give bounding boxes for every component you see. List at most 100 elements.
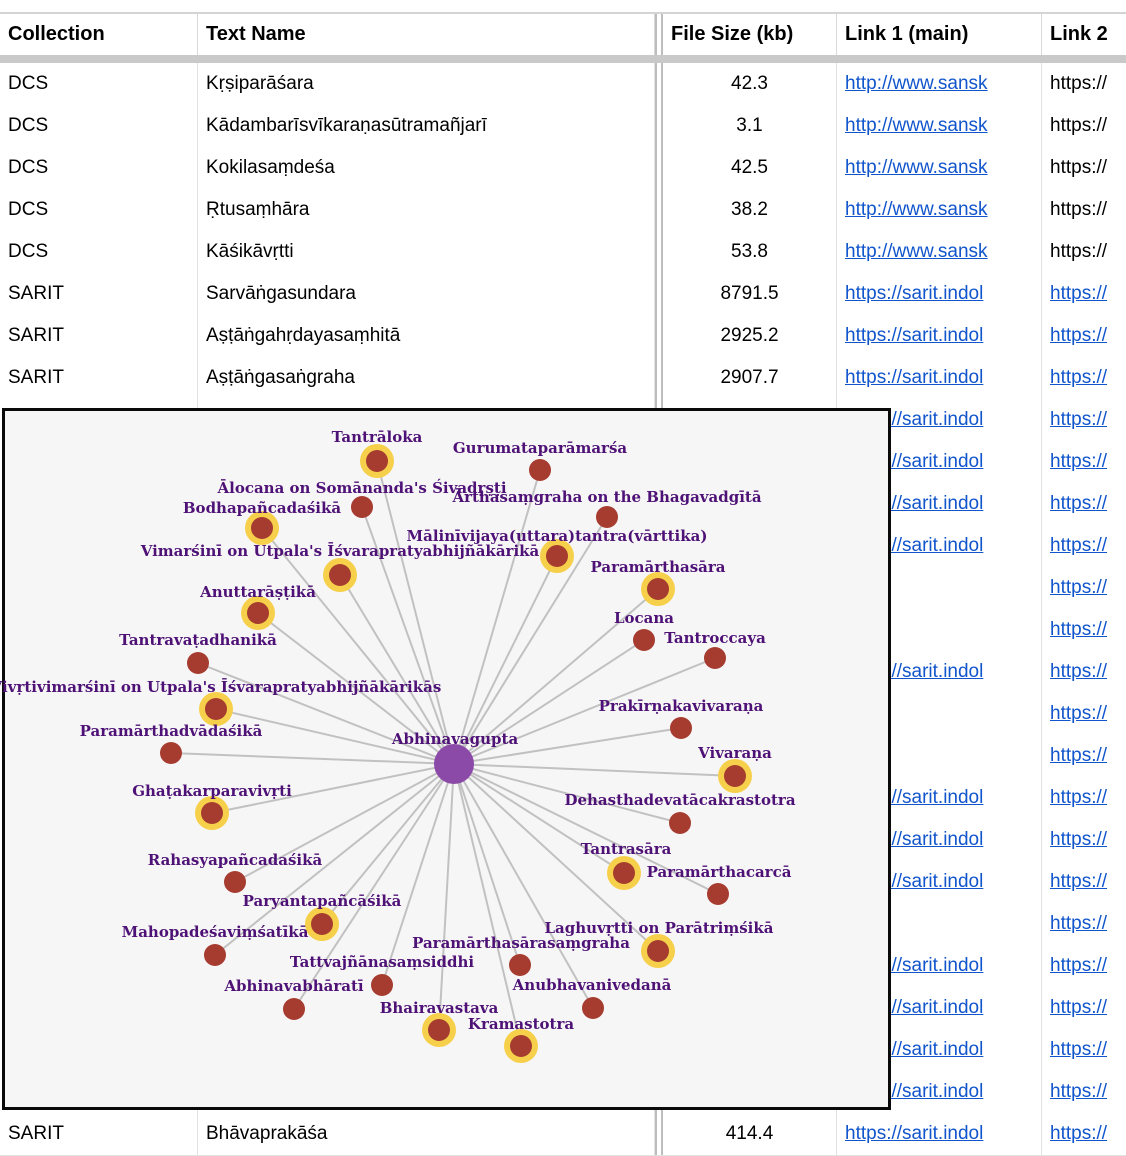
link1-url[interactable]: http://www.sansk xyxy=(845,115,988,136)
link2-url[interactable]: https:// xyxy=(1050,409,1108,430)
cell-file-size[interactable]: 414.4 xyxy=(663,1113,837,1155)
cell-link2[interactable]: https:// xyxy=(1042,693,1126,735)
cell-link2[interactable]: https:// xyxy=(1042,273,1126,315)
column-header-text-name[interactable]: Text Name xyxy=(198,14,655,55)
cell-text-name[interactable]: Aṣṭāṅgasaṅgraha xyxy=(198,357,655,399)
cell-link1[interactable] xyxy=(837,735,1042,777)
cell-link2[interactable]: https:// xyxy=(1042,315,1126,357)
cell-link1[interactable]: http://www.sansk xyxy=(837,147,1042,189)
cell-link2[interactable]: https:// xyxy=(1042,483,1126,525)
link2-url[interactable]: https:// xyxy=(1050,787,1108,808)
cell-link2[interactable]: https:// xyxy=(1042,1113,1126,1155)
cell-text-name[interactable]: Bhāvaprakāśa xyxy=(198,1113,655,1155)
cell-link2[interactable]: https:// xyxy=(1042,609,1126,651)
link1-url[interactable]: https://sarit.indol xyxy=(845,367,984,388)
cell-collection[interactable]: SARIT xyxy=(0,1113,198,1155)
cell-link1[interactable]: http://www.sansk xyxy=(837,105,1042,147)
link1-url[interactable]: http://www.sansk xyxy=(845,157,988,178)
cell-link2[interactable]: https:// xyxy=(1042,861,1126,903)
cell-file-size[interactable]: 42.5 xyxy=(663,147,837,189)
cell-link2[interactable]: https:// xyxy=(1042,525,1126,567)
link2-url[interactable]: https:// xyxy=(1050,703,1108,724)
cell-link2[interactable]: https:// xyxy=(1042,903,1126,945)
cell-link2[interactable]: https:// xyxy=(1042,189,1126,231)
cell-collection[interactable]: DCS xyxy=(0,231,198,273)
cell-link1[interactable]: http://www.sansk xyxy=(837,231,1042,273)
cell-link1[interactable] xyxy=(837,609,1042,651)
cell-link2[interactable]: https:// xyxy=(1042,231,1126,273)
cell-link1[interactable]: https://sarit.indol xyxy=(837,273,1042,315)
cell-file-size[interactable]: 3.1 xyxy=(663,105,837,147)
link2-url[interactable]: https:// xyxy=(1050,997,1108,1018)
link2-url[interactable]: https:// xyxy=(1050,283,1108,304)
cell-link2[interactable]: https:// xyxy=(1042,567,1126,609)
cell-link2[interactable]: https:// xyxy=(1042,987,1126,1029)
cell-link1[interactable]: https://sarit.indol xyxy=(837,357,1042,399)
cell-link2[interactable]: https:// xyxy=(1042,945,1126,987)
cell-text-name[interactable]: Ṛtusaṃhāra xyxy=(198,189,655,231)
cell-file-size[interactable]: 53.8 xyxy=(663,231,837,273)
cell-link2[interactable]: https:// xyxy=(1042,651,1126,693)
link2-url[interactable]: https:// xyxy=(1050,1039,1108,1060)
cell-link1[interactable]: https://sarit.indol xyxy=(837,1113,1042,1155)
cell-collection[interactable]: SARIT xyxy=(0,357,198,399)
link1-url[interactable]: http://www.sansk xyxy=(845,199,988,220)
cell-link1[interactable] xyxy=(837,903,1042,945)
link1-url[interactable]: http://www.sansk xyxy=(845,241,988,262)
cell-link2[interactable]: https:// xyxy=(1042,441,1126,483)
cell-collection[interactable]: SARIT xyxy=(0,273,198,315)
link2-url[interactable]: https:// xyxy=(1050,535,1108,556)
link2-url[interactable]: https:// xyxy=(1050,325,1108,346)
cell-text-name[interactable]: Kāśikāvṛtti xyxy=(198,231,655,273)
cell-link1[interactable] xyxy=(837,693,1042,735)
link2-url[interactable]: https:// xyxy=(1050,619,1108,640)
cell-file-size[interactable]: 2907.7 xyxy=(663,357,837,399)
cell-link2[interactable]: https:// xyxy=(1042,1071,1126,1113)
cell-collection[interactable]: DCS xyxy=(0,189,198,231)
link2-url[interactable]: https:// xyxy=(1050,871,1108,892)
cell-link2[interactable]: https:// xyxy=(1042,63,1126,105)
cell-text-name[interactable]: Aṣṭāṅgahṛdayasaṃhitā xyxy=(198,315,655,357)
cell-link2[interactable]: https:// xyxy=(1042,357,1126,399)
link2-url[interactable]: https:// xyxy=(1050,493,1108,514)
link2-url[interactable]: https:// xyxy=(1050,661,1108,682)
link1-url[interactable]: https://sarit.indol xyxy=(845,283,984,304)
cell-link1[interactable]: https://sarit.indol xyxy=(837,315,1042,357)
cell-text-name[interactable]: Kokilasaṃdeśa xyxy=(198,147,655,189)
link2-url[interactable]: https:// xyxy=(1050,955,1108,976)
link2-url[interactable]: https:// xyxy=(1050,1081,1108,1102)
link1-url[interactable]: http://www.sansk xyxy=(845,73,988,94)
cell-link1[interactable]: http://www.sansk xyxy=(837,63,1042,105)
cell-text-name[interactable]: Sarvāṅgasundara xyxy=(198,273,655,315)
cell-collection[interactable]: DCS xyxy=(0,105,198,147)
cell-collection[interactable]: DCS xyxy=(0,63,198,105)
cell-file-size[interactable]: 42.3 xyxy=(663,63,837,105)
cell-link2[interactable]: https:// xyxy=(1042,777,1126,819)
link1-url[interactable]: https://sarit.indol xyxy=(845,1123,984,1144)
column-header-link2[interactable]: Link 2 xyxy=(1050,23,1108,45)
link2-url[interactable]: https:// xyxy=(1050,367,1108,388)
cell-file-size[interactable]: 38.2 xyxy=(663,189,837,231)
cell-text-name[interactable]: Kṛṣiparāśara xyxy=(198,63,655,105)
cell-link2[interactable]: https:// xyxy=(1042,105,1126,147)
cell-text-name[interactable]: Kādambarīsvīkaraṇasūtramañjarī xyxy=(198,105,655,147)
link2-url[interactable]: https:// xyxy=(1050,829,1108,850)
link1-url[interactable]: https://sarit.indol xyxy=(845,325,984,346)
cell-collection[interactable]: DCS xyxy=(0,147,198,189)
link2-url[interactable]: https:// xyxy=(1050,745,1108,766)
cell-collection[interactable]: SARIT xyxy=(0,315,198,357)
link2-url[interactable]: https:// xyxy=(1050,913,1108,934)
cell-link2[interactable]: https:// xyxy=(1042,819,1126,861)
cell-link2[interactable]: https:// xyxy=(1042,1029,1126,1071)
cell-link1[interactable] xyxy=(837,567,1042,609)
link2-url[interactable]: https:// xyxy=(1050,1123,1108,1144)
cell-file-size[interactable]: 2925.2 xyxy=(663,315,837,357)
cell-file-size[interactable]: 8791.5 xyxy=(663,273,837,315)
column-header-collection[interactable]: Collection xyxy=(0,14,198,55)
column-header-file-size[interactable]: File Size (kb) xyxy=(663,14,837,55)
cell-link2[interactable]: https:// xyxy=(1042,735,1126,777)
link2-url[interactable]: https:// xyxy=(1050,577,1108,598)
cell-link2[interactable]: https:// xyxy=(1042,399,1126,441)
link2-url[interactable]: https:// xyxy=(1050,451,1108,472)
cell-link2[interactable]: https:// xyxy=(1042,147,1126,189)
